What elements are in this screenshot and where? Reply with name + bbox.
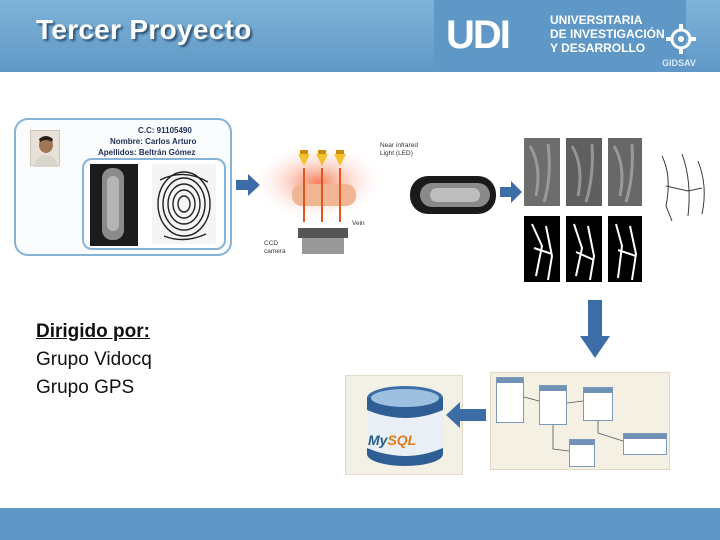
logo-line-2: DE INVESTIGACIÓN	[550, 27, 665, 41]
vein-processing-images	[522, 136, 714, 286]
binary-vein-row	[524, 216, 642, 282]
nir-label: Near infrared Light (LED)	[380, 142, 418, 157]
logo-text: UNIVERSITARIA DE INVESTIGACIÓN Y DESARRO…	[550, 13, 665, 55]
mysql-my: My	[368, 432, 387, 448]
arrow-down-icon	[580, 300, 610, 358]
skeleton-vein-image	[662, 154, 704, 221]
arrow-right-icon	[500, 180, 522, 204]
person-photo	[30, 130, 60, 166]
logo-caption: GIDSAV	[662, 58, 696, 68]
schema-relations	[491, 373, 671, 471]
person-photo-icon	[31, 131, 61, 167]
nir-label-line-1: Near infrared	[380, 142, 418, 150]
logo-mark: UDI	[446, 13, 509, 58]
arrow-left-icon	[446, 402, 486, 428]
id-cc: C.C: 91105490	[138, 126, 192, 135]
gear-icon	[665, 22, 697, 56]
biometric-images	[84, 160, 224, 248]
nir-label-line-2: Light (LED)	[380, 150, 418, 158]
biometric-panel	[82, 158, 226, 250]
mysql-logo-text: MySQL	[368, 432, 416, 448]
grayscale-vein-row	[524, 138, 642, 206]
slide-title: Tercer Proyecto	[36, 14, 252, 46]
logo-line-3: Y DESARROLLO	[550, 41, 665, 55]
vein-label: Vein	[352, 220, 365, 228]
credits-line-2: Grupo GPS	[36, 374, 152, 402]
footer-bar	[0, 508, 720, 540]
fingerprint-image	[152, 164, 216, 244]
credits-heading: Dirigido por:	[36, 318, 152, 346]
id-card: C.C: 91105490 Nombre: Carlos Arturo Apel…	[14, 118, 232, 256]
ccd-label-line-2: camera	[264, 248, 286, 256]
id-nombre: Nombre: Carlos Arturo	[110, 137, 196, 146]
logo-line-1: UNIVERSITARIA	[550, 13, 665, 27]
arrow-right-icon	[236, 172, 260, 198]
credits-line-1: Grupo Vidocq	[36, 346, 152, 374]
credits-block: Dirigido por: Grupo Vidocq Grupo GPS	[36, 318, 152, 402]
mysql-sql: SQL	[387, 432, 416, 448]
id-apellidos: Apellidos: Beltrán Gómez	[98, 148, 195, 157]
ccd-label: CCD camera	[264, 240, 286, 255]
finger-capture-image	[408, 172, 498, 218]
ccd-label-line-1: CCD	[264, 240, 286, 248]
database-schema-diagram	[490, 372, 670, 470]
